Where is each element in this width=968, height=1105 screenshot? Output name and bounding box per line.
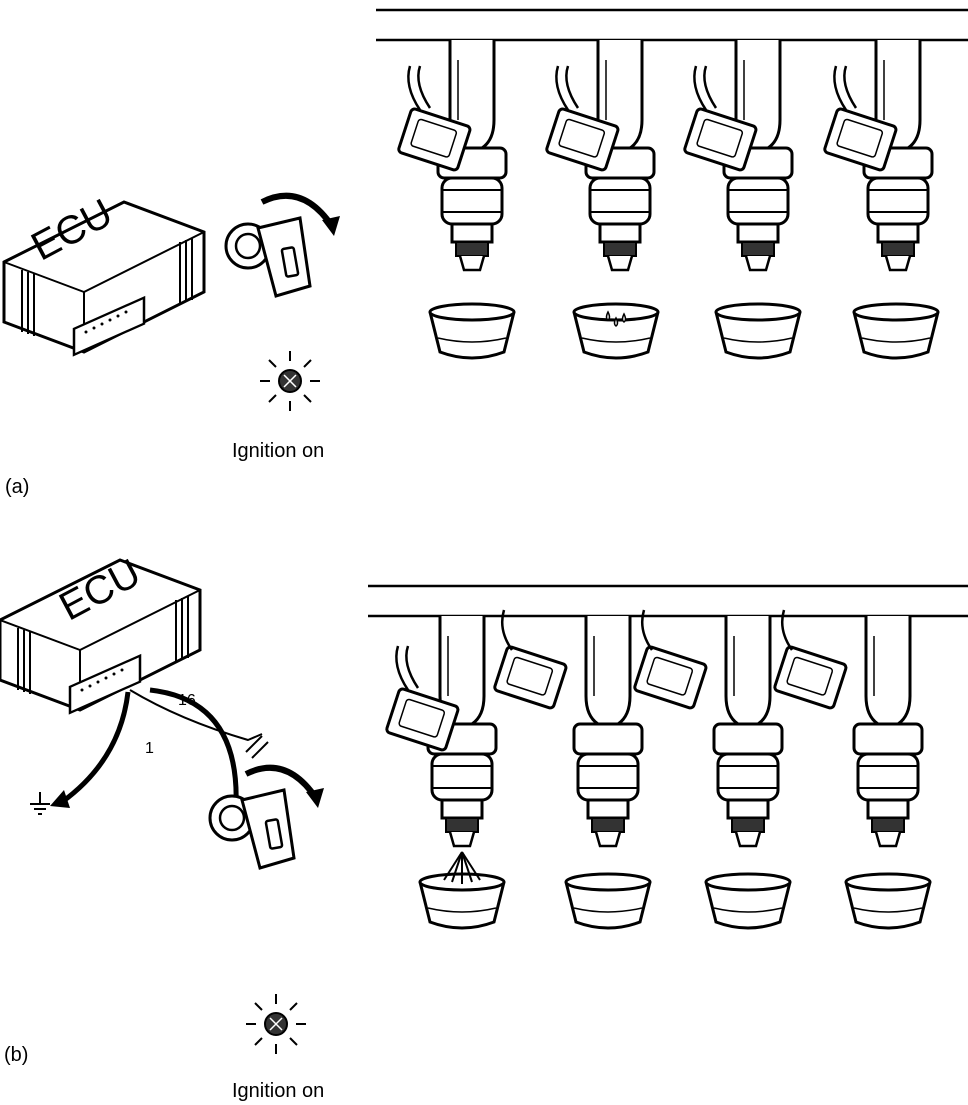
cup-a1	[430, 304, 514, 358]
injector-b4	[774, 610, 922, 846]
panel-b-label: (b)	[4, 1044, 28, 1067]
ignition-key-a	[226, 196, 340, 296]
injector-a4	[824, 40, 932, 270]
cup-a2	[574, 304, 658, 358]
ground-symbol-left	[30, 792, 50, 814]
panel-a-label: (a)	[5, 476, 29, 499]
injector-b2	[494, 610, 642, 846]
panel-a	[4, 10, 968, 411]
panel-b	[0, 560, 968, 1054]
cup-b2	[566, 874, 650, 928]
injector-b3	[634, 610, 782, 846]
pin-16-label: 16	[178, 692, 196, 710]
injector-a3	[684, 40, 792, 270]
cup-b3	[706, 874, 790, 928]
injector-a1	[398, 40, 506, 270]
cup-a3	[716, 304, 800, 358]
injector-b1	[386, 616, 496, 846]
pin-1-label: 1	[145, 740, 154, 758]
warning-lamp-b	[246, 994, 306, 1054]
injector-a2	[546, 40, 654, 270]
warning-lamp-a	[260, 351, 320, 411]
cup-a4	[854, 304, 938, 358]
cup-b4	[846, 874, 930, 928]
ignition-on-label-a: Ignition on	[232, 440, 324, 463]
ignition-key-b	[210, 768, 324, 868]
ignition-on-label-b: Ignition on	[232, 1080, 324, 1103]
